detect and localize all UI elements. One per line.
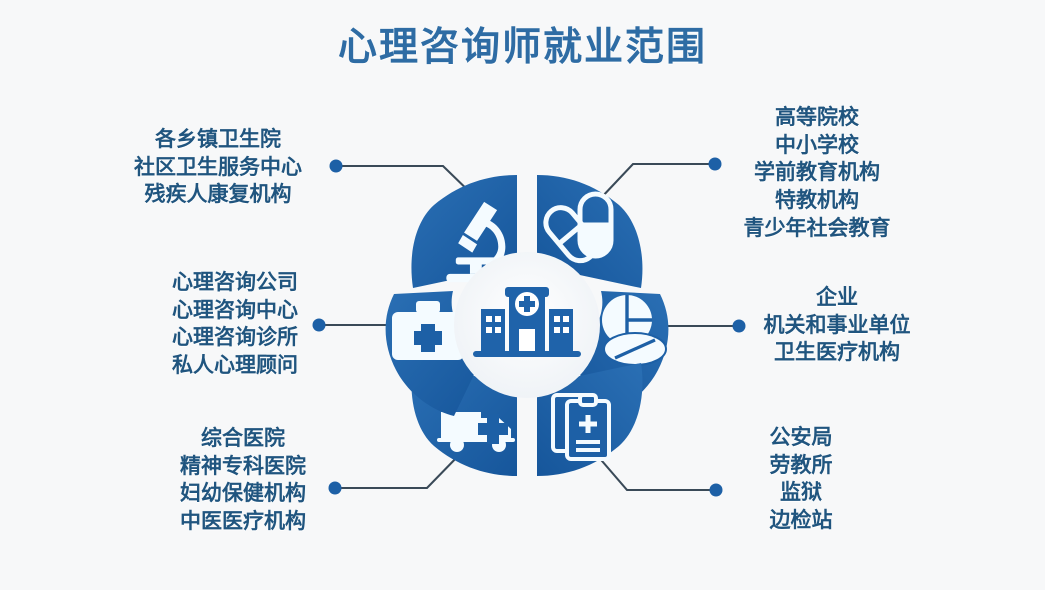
- label-line: 各乡镇卫生院: [155, 128, 281, 151]
- petal-top-right[interactable]: [537, 175, 643, 288]
- connector-dot-top-left: [329, 159, 343, 173]
- label-middle-right: 企业 机关和事业单位 卫生医疗机构: [748, 284, 926, 367]
- label-line: 中小学校: [775, 133, 859, 157]
- label-bottom-right: 公安局 劳教所 监狱 边检站: [726, 424, 876, 535]
- label-line: 心理咨询诊所: [172, 326, 298, 350]
- connector-top-right: [598, 162, 716, 201]
- label-line: 劳教所: [769, 453, 833, 477]
- label-line: 特教机构: [775, 189, 859, 213]
- label-line: 私人心理顾问: [172, 354, 298, 378]
- label-top-right: 高等院校 中小学校 学前教育机构 特教机构 青少年社会教育: [722, 104, 912, 243]
- connector-dot-bottom-left: [328, 481, 342, 495]
- first-aid-kit-icon: [392, 301, 464, 360]
- label-line: 边检站: [769, 509, 833, 533]
- connector-dot-top-right: [708, 157, 722, 171]
- label-line: 综合医院: [201, 427, 285, 450]
- label-top-left: 各乡镇卫生院 社区卫生服务中心 残疾人康复机构: [118, 126, 318, 209]
- connector-dot-group: [312, 157, 746, 497]
- label-line: 企业: [816, 286, 858, 309]
- label-line: 卫生医疗机构: [774, 341, 900, 365]
- page-title: 心理咨询师就业范围: [337, 26, 707, 69]
- label-line: 精神专科医院: [180, 454, 306, 478]
- connector-dot-middle-right: [732, 319, 746, 333]
- label-line: 高等院校: [775, 106, 859, 129]
- petal-middle-left[interactable]: [385, 291, 486, 416]
- label-line: 心理咨询中心: [172, 298, 298, 322]
- hospital-building-icon: [473, 287, 581, 357]
- label-line: 监狱: [780, 481, 822, 505]
- connector-dot-bottom-right: [709, 483, 723, 497]
- label-line: 心理咨询公司: [172, 271, 298, 294]
- label-line: 公安局: [769, 426, 833, 449]
- connector-bottom-left: [334, 450, 464, 490]
- clipboard-medical-icon: [551, 393, 611, 461]
- petal-bottom-right[interactable]: [537, 363, 643, 476]
- label-middle-left: 心理咨询公司 心理咨询中心 心理咨询诊所 私人心理顾问: [150, 269, 320, 380]
- ambulance-icon: [437, 404, 515, 452]
- label-bottom-left: 综合医院 精神专科医院 妇幼保健机构 中医医疗机构: [158, 425, 328, 536]
- label-line: 青少年社会教育: [743, 216, 891, 240]
- tablet-pills-icon: [602, 295, 667, 366]
- label-line: 妇幼保健机构: [180, 482, 306, 506]
- capsule-pills-icon: [543, 191, 614, 264]
- label-line: 机关和事业单位: [763, 313, 911, 337]
- connector-bottom-right: [594, 452, 717, 492]
- label-line: 学前教育机构: [754, 161, 880, 185]
- label-line: 社区卫生服务中心: [134, 155, 302, 179]
- label-line: 中医医疗机构: [180, 510, 306, 534]
- connector-dot-middle-left: [312, 318, 326, 332]
- label-line: 残疾人康复机构: [144, 183, 292, 207]
